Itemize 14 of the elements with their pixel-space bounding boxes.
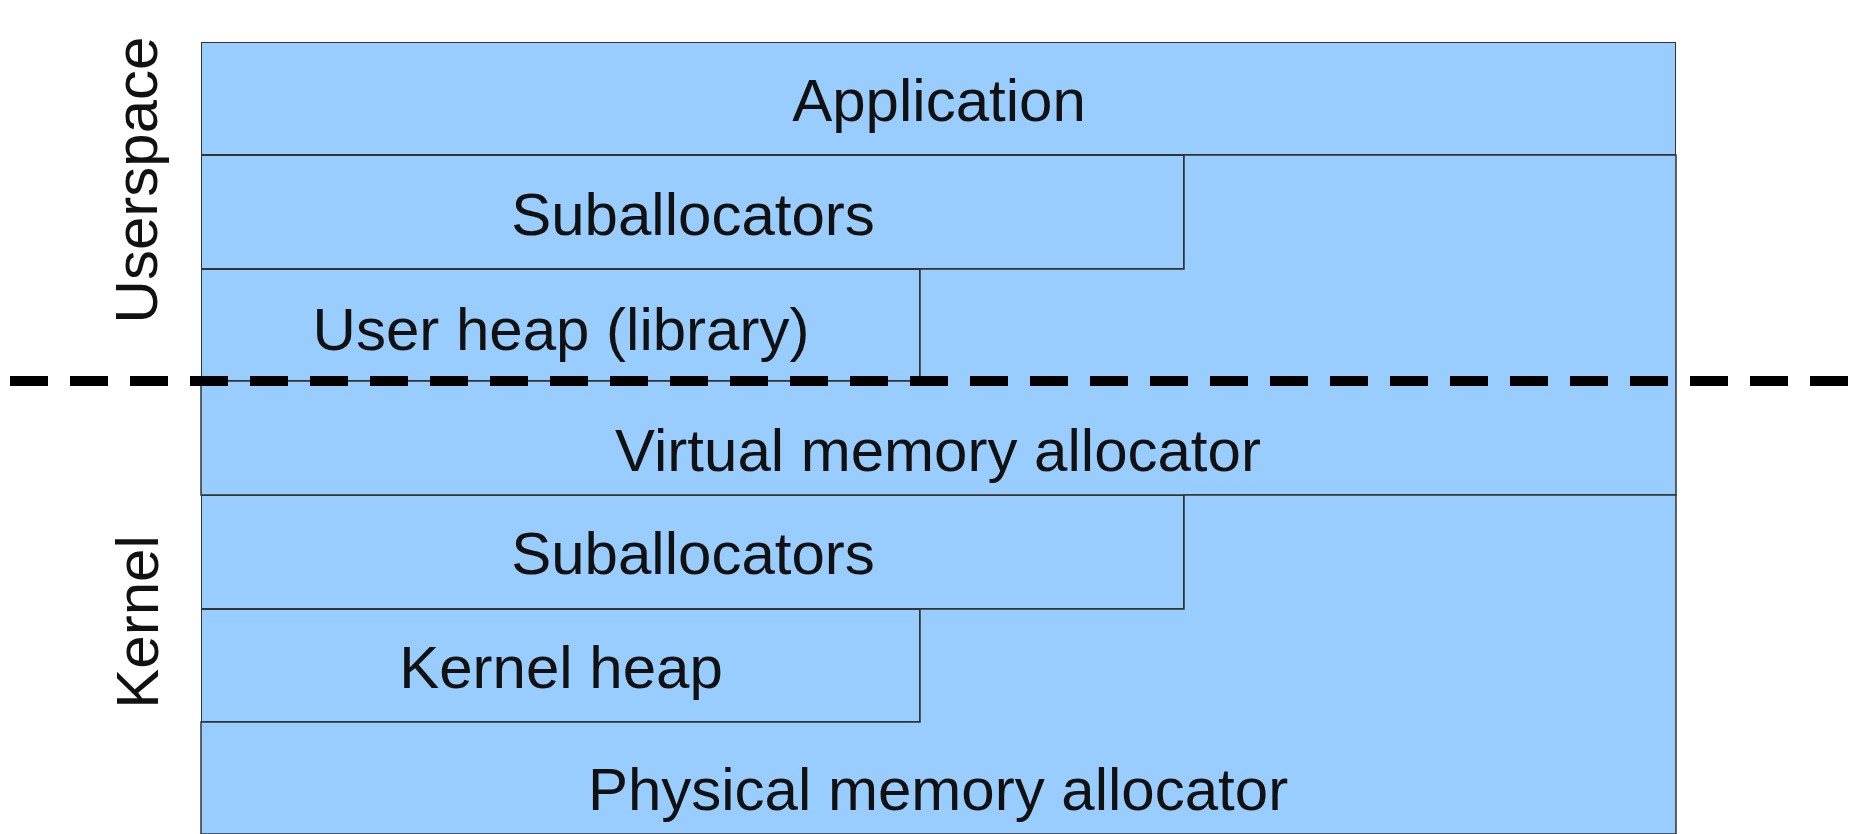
layer-box (201, 155, 1184, 269)
layer-label: User heap (library) (312, 300, 810, 360)
layer-box (201, 495, 1184, 609)
side-label: Userspace (106, 36, 167, 324)
layer-box (201, 609, 920, 722)
layer-label: Suballocators (511, 524, 875, 584)
layer-label: Suballocators (511, 185, 875, 245)
layer-box (201, 269, 920, 381)
layer-label: Kernel heap (399, 638, 723, 698)
side-label: Kernel (107, 535, 168, 709)
layer-label: Virtual memory allocator (615, 421, 1261, 481)
layer-label: Physical memory allocator (587, 760, 1289, 820)
layer-box (201, 42, 1676, 155)
layer-label: Application (792, 71, 1086, 131)
